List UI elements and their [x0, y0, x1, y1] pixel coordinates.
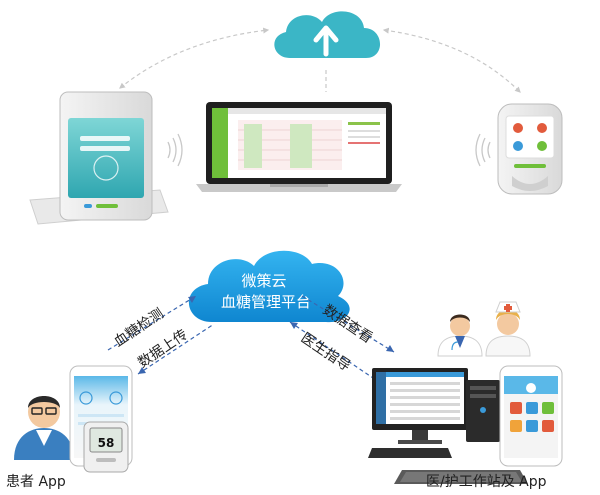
connector-arc-left [119, 27, 270, 89]
keyboard [394, 470, 528, 484]
cloud-title-line1: 微策云 [241, 272, 286, 290]
right-lower-label: 医生指导 [298, 330, 353, 375]
cloud-platform [188, 250, 350, 323]
arrow-right-upper [301, 295, 395, 353]
laptop-device [196, 102, 402, 192]
glucose-meter-reading: 58 [98, 436, 115, 450]
wifi-signal-icon [475, 133, 491, 167]
computer-tower [466, 380, 500, 442]
arrow-left-upper [107, 295, 197, 351]
wifi-signal-icon [167, 133, 183, 167]
hospital-app-label: 医/护工作站及 App [426, 474, 547, 490]
patient-avatar-icon [14, 396, 74, 460]
hospital-phone [499, 365, 563, 467]
handheld-meter-device [497, 103, 563, 195]
arrow-left-lower [137, 323, 215, 375]
nurse-avatar-icon [485, 301, 531, 357]
connector-arc-right [382, 27, 521, 93]
cloud-title-line2: 血糖管理平台 [221, 293, 311, 311]
arrow-right-lower [289, 321, 377, 381]
patient-app-label: 患者 App [6, 474, 66, 490]
upload-cloud-icon [274, 11, 381, 59]
glucose-tablet-device [29, 91, 169, 225]
doctor-avatar-icon [437, 314, 483, 357]
workstation-monitor [368, 368, 468, 458]
glucose-meter [83, 421, 129, 473]
